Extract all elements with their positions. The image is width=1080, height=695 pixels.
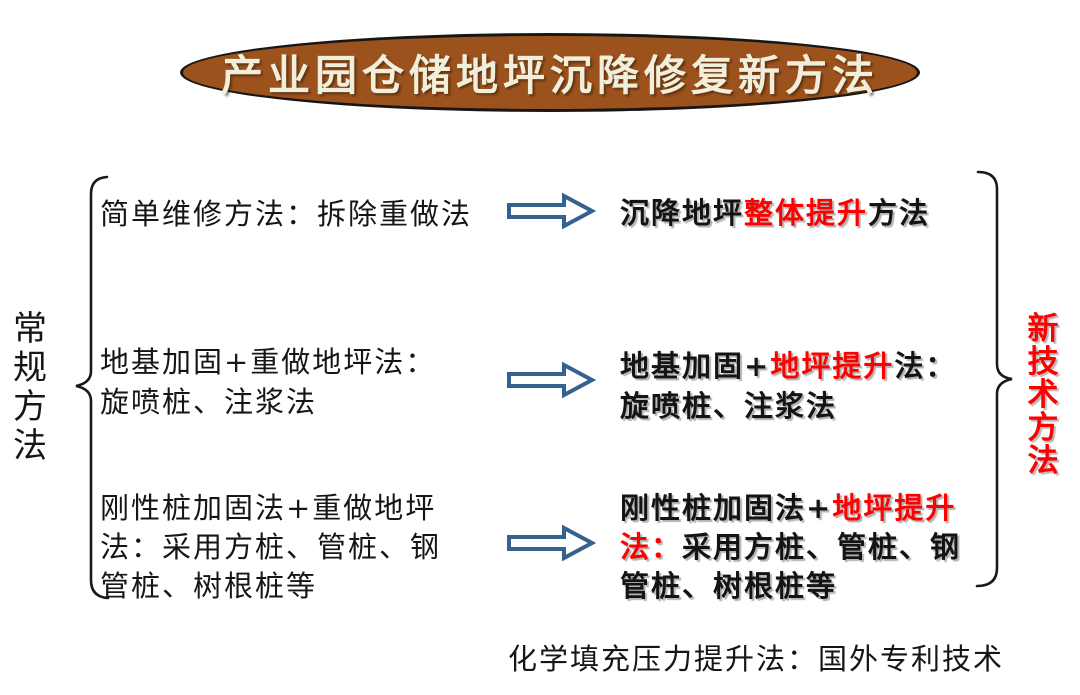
new-method-3: 刚性桩加固法+地坪提升 法：采用方桩、管桩、钢 管桩、树根桩等 xyxy=(620,491,962,603)
right-block-arrow-icon xyxy=(506,192,596,230)
new-method-2: 地基加固+地坪提升法： 旋喷桩、注浆法 xyxy=(620,349,957,423)
conventional-method-1: 简单维修方法：拆除重做法 xyxy=(100,197,473,231)
conventional-method-2: 地基加固+重做地坪法： 旋喷桩、注浆法 xyxy=(100,345,437,419)
right-group-label: 新技术方法 xyxy=(1027,311,1059,479)
title-ellipse: 产业园仓储地坪沉降修复新方法 xyxy=(180,33,920,112)
conventional-method-3: 刚性桩加固法+重做地坪 法：采用方桩、管桩、钢 管桩、树根桩等 xyxy=(100,491,442,603)
right-block-arrow-icon xyxy=(506,524,596,562)
footnote-text: 化学填充压力提升法：国外专利技术 xyxy=(508,642,1005,676)
page-title: 产业园仓储地坪沉降修复新方法 xyxy=(220,51,879,100)
new-method-1: 沉降地坪整体提升方法 xyxy=(620,196,931,230)
right-block-arrow-icon xyxy=(506,361,596,399)
left-group-label: 常规方法 xyxy=(13,309,47,466)
